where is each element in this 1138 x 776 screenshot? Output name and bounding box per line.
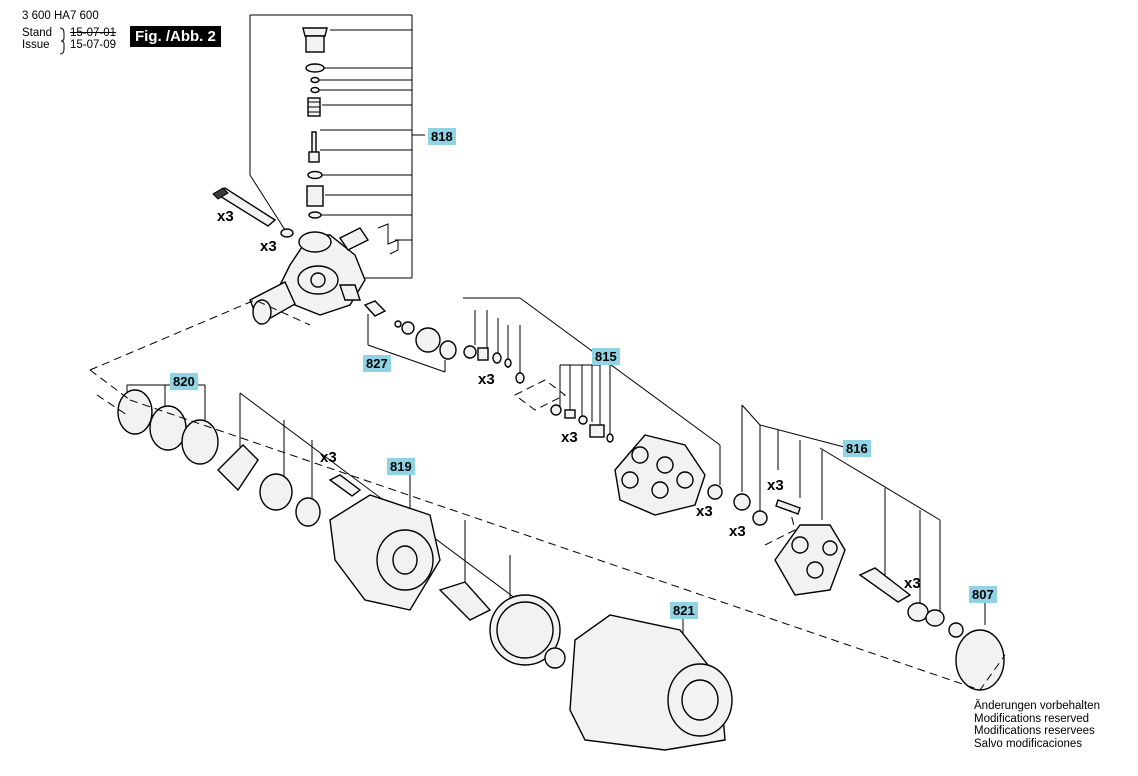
qty-washer-818: x3 bbox=[260, 238, 277, 255]
qty-seal-816: x3 bbox=[729, 523, 746, 540]
bolt-818 bbox=[212, 187, 277, 227]
dashed-outline-5 bbox=[764, 509, 796, 546]
callout-815: 815 bbox=[592, 348, 620, 365]
figure-label: Fig. /Abb. 2 bbox=[130, 26, 221, 47]
dashed-outline-2 bbox=[89, 369, 131, 416]
callout-821: 821 bbox=[670, 602, 698, 619]
stand-label: Stand bbox=[22, 27, 53, 39]
retaining-clip bbox=[377, 223, 399, 255]
valve-parts-815 bbox=[463, 345, 614, 443]
callout-818: 818 bbox=[428, 128, 456, 145]
part-number: 3 600 HA7 600 bbox=[22, 10, 99, 22]
motor-821 bbox=[569, 614, 733, 751]
qty-pistons-816: x3 bbox=[904, 575, 921, 592]
leader-818 bbox=[249, 14, 425, 279]
pump-head-housing bbox=[249, 227, 370, 326]
qty-valves-815a: x3 bbox=[478, 371, 495, 388]
notice-line-en: Modifications reserved bbox=[974, 712, 1090, 725]
notice-line-es: Salvo modificaciones bbox=[974, 737, 1083, 750]
gearbox-819 bbox=[217, 444, 566, 669]
bearing-820 bbox=[117, 389, 219, 465]
qty-bolt-816: x3 bbox=[767, 477, 784, 494]
valve-stack-818 bbox=[302, 27, 328, 219]
qty-screws-819: x3 bbox=[320, 449, 337, 466]
stand-date: 15-07-01 bbox=[70, 27, 117, 39]
dashed-outline bbox=[89, 299, 311, 371]
qty-seal-815: x3 bbox=[696, 503, 713, 520]
qty-bolt-818: x3 bbox=[217, 208, 234, 225]
issue-date: 15-07-09 bbox=[70, 39, 117, 51]
valve-827 bbox=[363, 300, 457, 373]
callout-819: 819 bbox=[387, 458, 415, 475]
notice-line-de: Änderungen vorbehalten bbox=[974, 700, 1100, 712]
leader-815 bbox=[463, 297, 721, 485]
dashed-outline-3 bbox=[129, 399, 1006, 691]
callout-807: 807 bbox=[969, 586, 997, 603]
qty-valves-815b: x3 bbox=[561, 429, 578, 446]
issue-label: Issue bbox=[22, 39, 50, 51]
callout-820: 820 bbox=[170, 373, 198, 390]
header-brace bbox=[59, 27, 65, 55]
notice-line-fr: Modifications reservees bbox=[974, 725, 1095, 737]
valve-block-815 bbox=[614, 434, 723, 516]
modifications-notice: Änderungen vorbehalten Modifications res… bbox=[974, 700, 1100, 750]
washer-818 bbox=[280, 228, 294, 238]
pump-parts-816 bbox=[733, 493, 1005, 691]
callout-816: 816 bbox=[843, 440, 871, 457]
dashed-outline-4 bbox=[514, 379, 566, 411]
callout-827: 827 bbox=[363, 355, 391, 372]
leader-816 bbox=[741, 404, 941, 620]
